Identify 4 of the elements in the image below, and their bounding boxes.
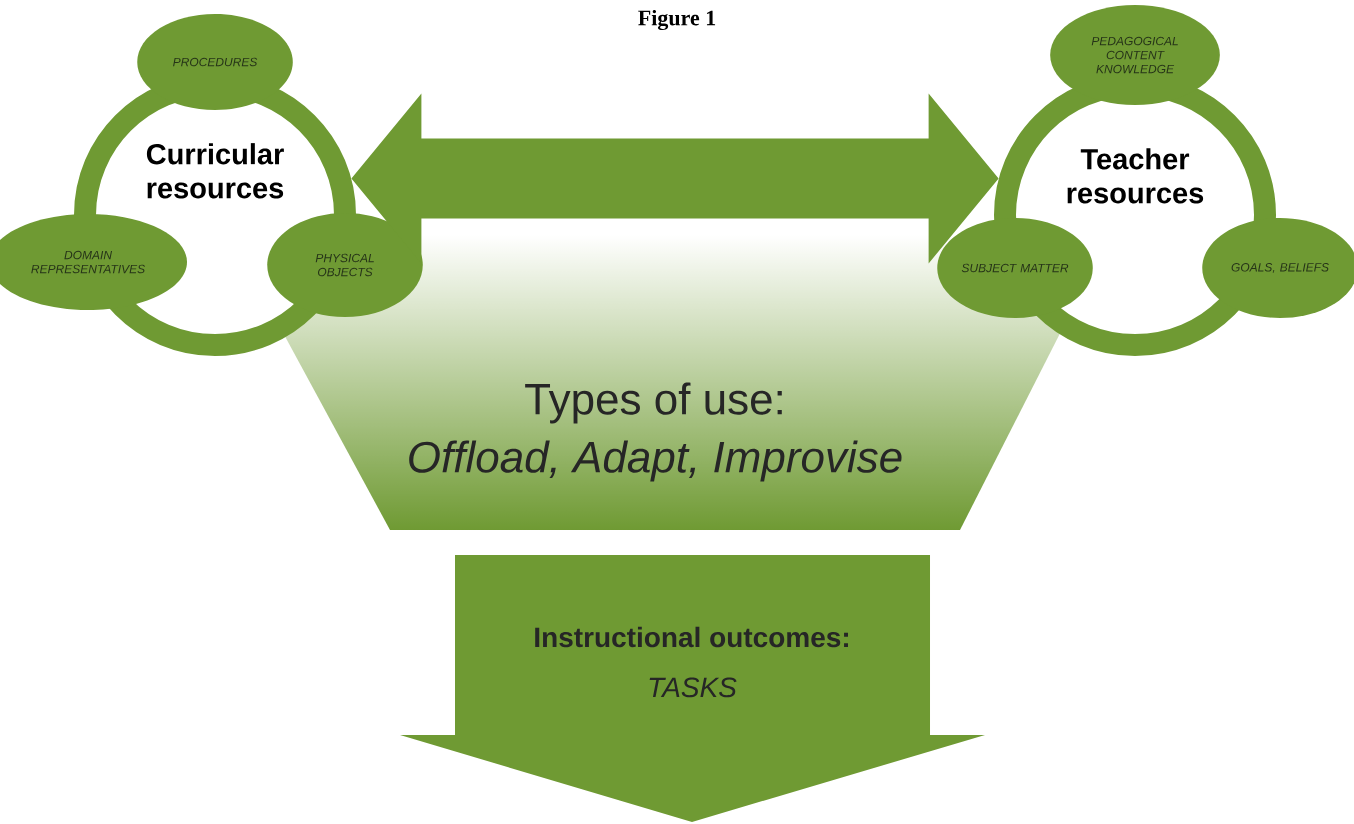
trapezoid: Types of use: Offload, Adapt, Improvise — [409, 382, 902, 482]
double-arrow — [351, 93, 999, 264]
title: Figure 1 — [638, 9, 716, 31]
node-label: Teacher resources — [1067, 148, 1204, 204]
